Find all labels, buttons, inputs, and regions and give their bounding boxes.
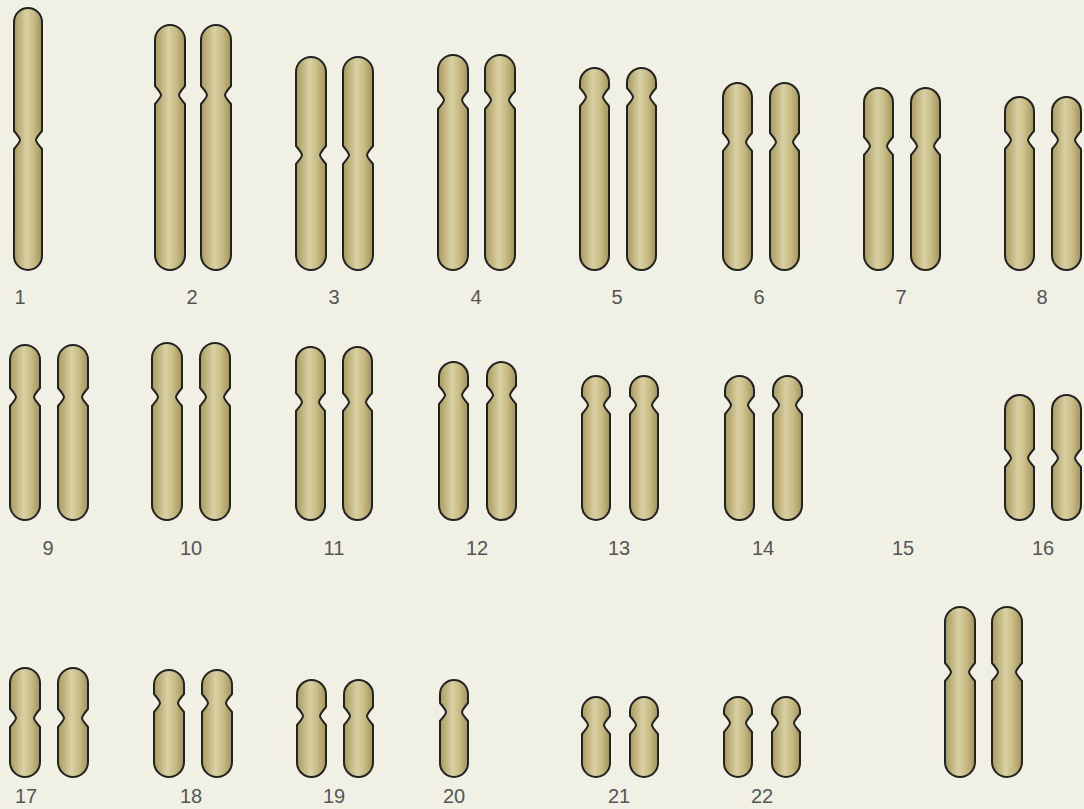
chromosome [344,680,373,777]
chromosome [725,376,754,520]
chromosome-number: 6 [753,286,764,308]
chromosome [296,347,325,520]
chromosome [911,88,940,270]
chromosome [724,697,752,777]
chromosome [14,8,42,270]
chromosome [630,376,658,520]
chromosome [296,57,326,270]
chromosome [155,25,185,270]
chromosome-number: 7 [895,286,906,308]
chromosome [770,83,799,270]
chromosome-number: 18 [180,785,202,807]
chromosome-number: 5 [611,286,622,308]
chromosome [1005,395,1034,520]
chromosome [487,362,516,520]
chromosome [58,345,88,520]
chromosome [152,343,182,520]
chromosome [58,668,88,777]
chromosome [630,697,658,777]
chromosome [485,55,515,270]
chromosome [439,362,468,520]
chromosome [438,55,468,270]
chromosome [202,670,232,777]
chromosome-number: 9 [42,537,53,559]
chromosome [10,345,40,520]
chromosome [343,347,372,520]
chromosome [627,68,656,270]
chromosome-number: 22 [751,785,773,807]
chromosome-number: 8 [1036,286,1047,308]
chromosome-number: 21 [608,785,630,807]
chromosome [723,83,752,270]
chromosome [580,68,609,270]
chromosome-number: 17 [15,785,37,807]
chromosome [201,25,231,270]
chromosome [440,680,468,777]
chromosome [1052,97,1081,270]
chromosome [297,680,326,777]
chromosome [154,670,184,777]
chromosome [864,88,893,270]
chromosome-number: 12 [466,537,488,559]
chromosome-number: 20 [443,785,465,807]
chromosome [772,697,800,777]
chromosome [343,57,373,270]
chromosome [582,697,610,777]
chromosome-number: 19 [323,785,345,807]
chromosome-number: 15 [892,537,914,559]
chromosome-number: 13 [608,537,630,559]
chromosome [992,607,1022,777]
chromosome-number: 2 [186,286,197,308]
chromosome [773,376,802,520]
chromosome [200,343,230,520]
chromosome-number: 10 [180,537,202,559]
chromosome-number: 11 [324,537,345,559]
chromosome [1005,97,1034,270]
chromosome [1052,395,1081,520]
chromosome-number: 3 [328,286,339,308]
chromosome [10,668,40,777]
chromosome-number: 1 [14,286,25,308]
chromosome-number: 4 [470,286,481,308]
chromosome [945,607,975,777]
chromosome [582,376,610,520]
chromosome-number: 14 [752,537,774,559]
chromosome-number: 16 [1032,537,1054,559]
